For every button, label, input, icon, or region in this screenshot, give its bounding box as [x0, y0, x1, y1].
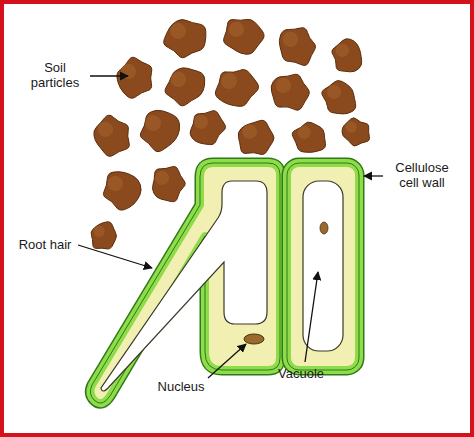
root-hair-cell — [90, 163, 280, 403]
part-label: Cellulose cell wall — [385, 160, 459, 190]
soil-particle — [164, 20, 206, 58]
soil-particle-shade — [283, 32, 298, 47]
soil-particle — [271, 74, 309, 110]
soil-particle-shade — [221, 73, 237, 89]
soil-particle-shade — [194, 115, 208, 129]
soil-particle-shade — [242, 124, 257, 139]
nucleus — [244, 334, 264, 344]
part-label: Vacuole — [270, 366, 332, 381]
soil-particle — [94, 115, 130, 156]
soil-particle-shade — [94, 226, 105, 237]
part-label: Root hair — [12, 237, 78, 252]
soil-particle — [152, 167, 185, 202]
soil-particle — [140, 110, 179, 151]
soil-particle — [103, 172, 141, 210]
soil-particle-shade — [98, 122, 113, 137]
soil-particle-shade — [145, 115, 161, 131]
soil-particle-shade — [336, 44, 349, 57]
soil-particle — [190, 111, 225, 145]
soil-particle — [332, 39, 362, 72]
part-label: Soil particles — [22, 60, 88, 90]
soil-particle-shade — [346, 122, 357, 133]
soil-particle-shade — [170, 23, 186, 39]
soil-particle — [292, 122, 325, 152]
soil-particle — [215, 70, 258, 107]
soil-particle — [279, 28, 315, 66]
soil-particle — [117, 57, 152, 98]
soil-particle-shade — [121, 64, 136, 79]
soil-particle-shade — [155, 171, 169, 185]
soil-particle-shade — [298, 126, 311, 139]
soil-particle — [238, 120, 274, 154]
leader-lines — [78, 76, 383, 378]
soil-particle — [342, 118, 370, 146]
soil-particle-shade — [229, 22, 244, 37]
soil-particle — [224, 19, 264, 54]
soil-particle-shade — [327, 85, 341, 99]
soil-particle-shade — [171, 72, 186, 87]
soil-particle-shade — [108, 176, 123, 191]
soil-particle-shade — [276, 78, 291, 93]
soil-particle — [91, 222, 116, 249]
soil-particle — [322, 81, 356, 114]
soil-particle — [165, 68, 205, 106]
part-label: Nucleus — [150, 379, 212, 394]
neighbour-cell — [287, 163, 359, 370]
